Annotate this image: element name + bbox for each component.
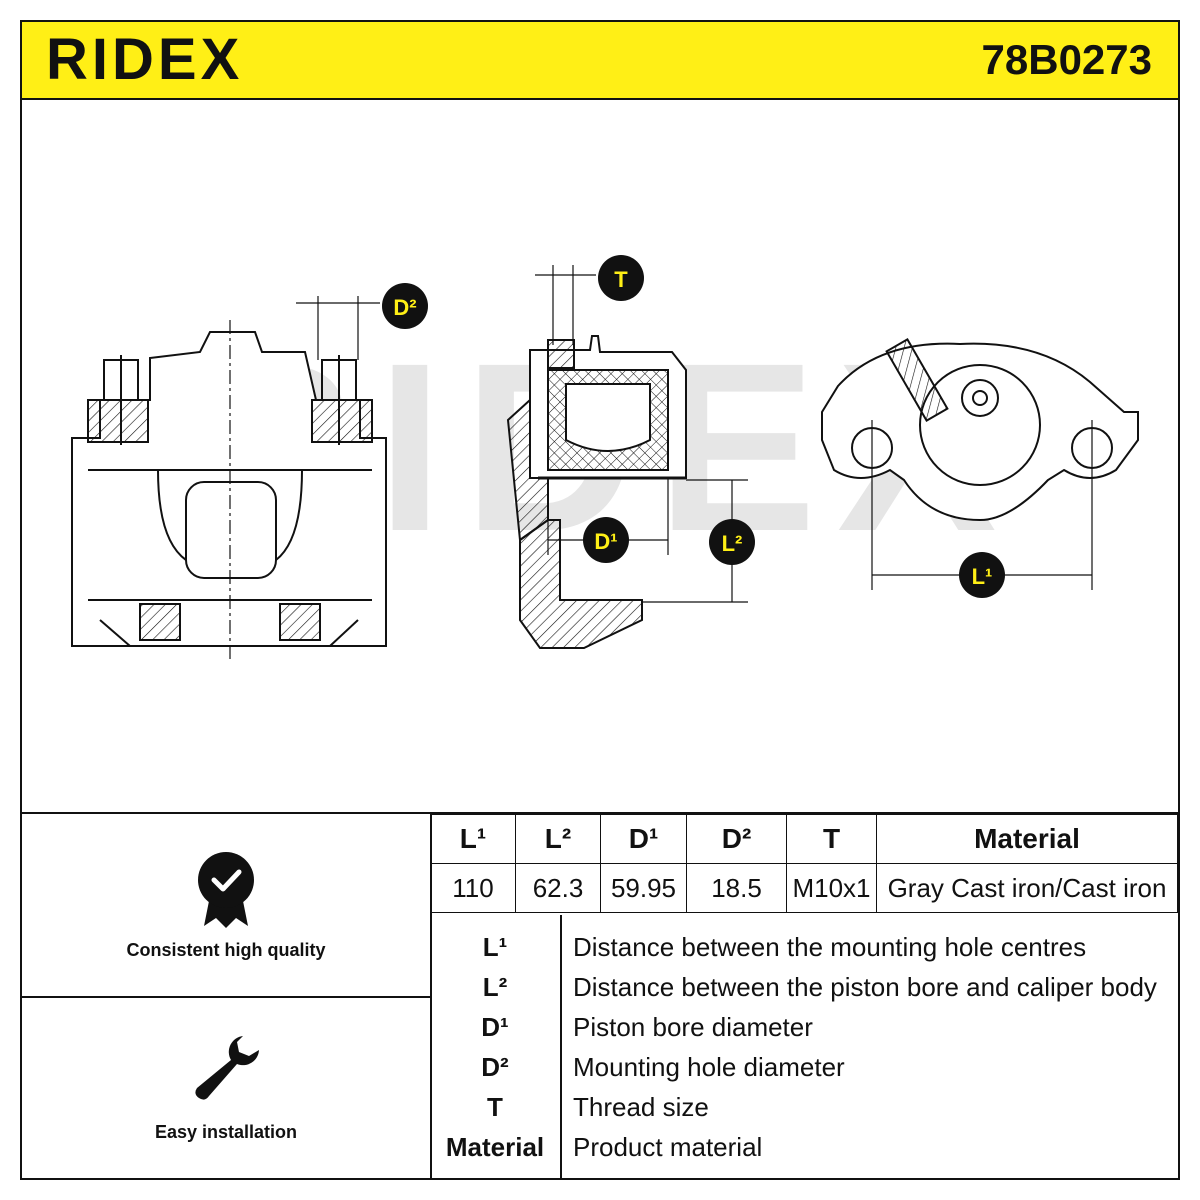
legend-desc: Mounting hole diameter xyxy=(573,1052,845,1082)
spec-header-d2: D² xyxy=(686,814,787,864)
legend-desc: Product material xyxy=(573,1132,763,1162)
part-number: 78B0273 xyxy=(981,36,1152,83)
svg-text:L²: L² xyxy=(722,531,743,556)
spec-header-t: T xyxy=(786,814,877,864)
caliper-side-view xyxy=(821,337,1139,590)
legend-key: D¹ xyxy=(481,1012,509,1042)
spec-header-l1: L¹ xyxy=(430,814,516,864)
caliper-front-view xyxy=(71,296,387,660)
legend-desc: Piston bore diameter xyxy=(573,1012,813,1042)
spec-table: L¹ L² D¹ D² T Material 110 62.3 59.95 18… xyxy=(430,814,1178,913)
spec-value-row: 110 62.3 59.95 18.5 M10x1 Gray Cast iron… xyxy=(430,863,1178,913)
svg-text:D¹: D¹ xyxy=(594,529,617,554)
legend: L¹ Distance between the mounting hole ce… xyxy=(430,915,1178,1179)
legend-row: D¹ Piston bore diameter xyxy=(430,1007,1178,1047)
legend-key: L¹ xyxy=(482,932,508,962)
callout-l1: L¹ xyxy=(959,552,1005,598)
legend-key: D² xyxy=(481,1052,509,1082)
wrench-icon xyxy=(191,1032,261,1107)
spec-value-material: Gray Cast iron/Cast iron xyxy=(876,863,1178,913)
legend-row: D² Mounting hole diameter xyxy=(430,1047,1178,1087)
legend-key: T xyxy=(487,1092,503,1122)
svg-text:T: T xyxy=(614,267,628,292)
callout-d2: D² xyxy=(382,283,428,329)
spec-value-l1: 110 xyxy=(430,863,516,913)
spec-header-row: L¹ L² D¹ D² T Material xyxy=(430,814,1178,864)
callout-t: T xyxy=(598,255,644,301)
svg-text:D²: D² xyxy=(393,295,416,320)
feature-divider xyxy=(20,996,432,998)
feature-quality: Consistent high quality xyxy=(22,814,430,996)
caliper-section-view xyxy=(506,265,748,649)
spec-value-t: M10x1 xyxy=(786,863,877,913)
callout-l2: L² xyxy=(709,519,755,565)
section-divider xyxy=(20,812,1180,814)
legend-desc: Thread size xyxy=(573,1092,709,1122)
brand-logo: RIDEX xyxy=(46,27,244,92)
legend-key: Material xyxy=(445,1132,545,1162)
feature-installation-label: Easy installation xyxy=(154,1122,298,1142)
legend-row: L² Distance between the piston bore and … xyxy=(430,967,1178,1007)
legend-row: Material Product material xyxy=(430,1127,1178,1167)
header-bar: RIDEX 78B0273 xyxy=(20,20,1180,100)
legend-row: T Thread size xyxy=(430,1087,1178,1127)
svg-text:L¹: L¹ xyxy=(972,564,993,589)
technical-drawing: RIDEX xyxy=(22,100,1178,812)
spec-value-l2: 62.3 xyxy=(515,863,601,913)
feature-installation: Easy installation xyxy=(22,998,430,1178)
spec-header-d1: D¹ xyxy=(600,814,687,864)
legend-desc: Distance between the mounting hole centr… xyxy=(573,932,1087,962)
spec-header-l2: L² xyxy=(515,814,601,864)
legend-desc: Distance between the piston bore and cal… xyxy=(573,972,1157,1002)
quality-badge-icon xyxy=(196,850,256,935)
spec-value-d1: 59.95 xyxy=(600,863,687,913)
spec-header-material: Material xyxy=(876,814,1178,864)
legend-divider xyxy=(560,915,562,1179)
callout-d1: D¹ xyxy=(583,517,629,563)
spec-value-d2: 18.5 xyxy=(686,863,787,913)
feature-quality-label: Consistent high quality xyxy=(126,940,326,960)
legend-row: L¹ Distance between the mounting hole ce… xyxy=(430,927,1178,967)
legend-key: L² xyxy=(482,972,508,1002)
